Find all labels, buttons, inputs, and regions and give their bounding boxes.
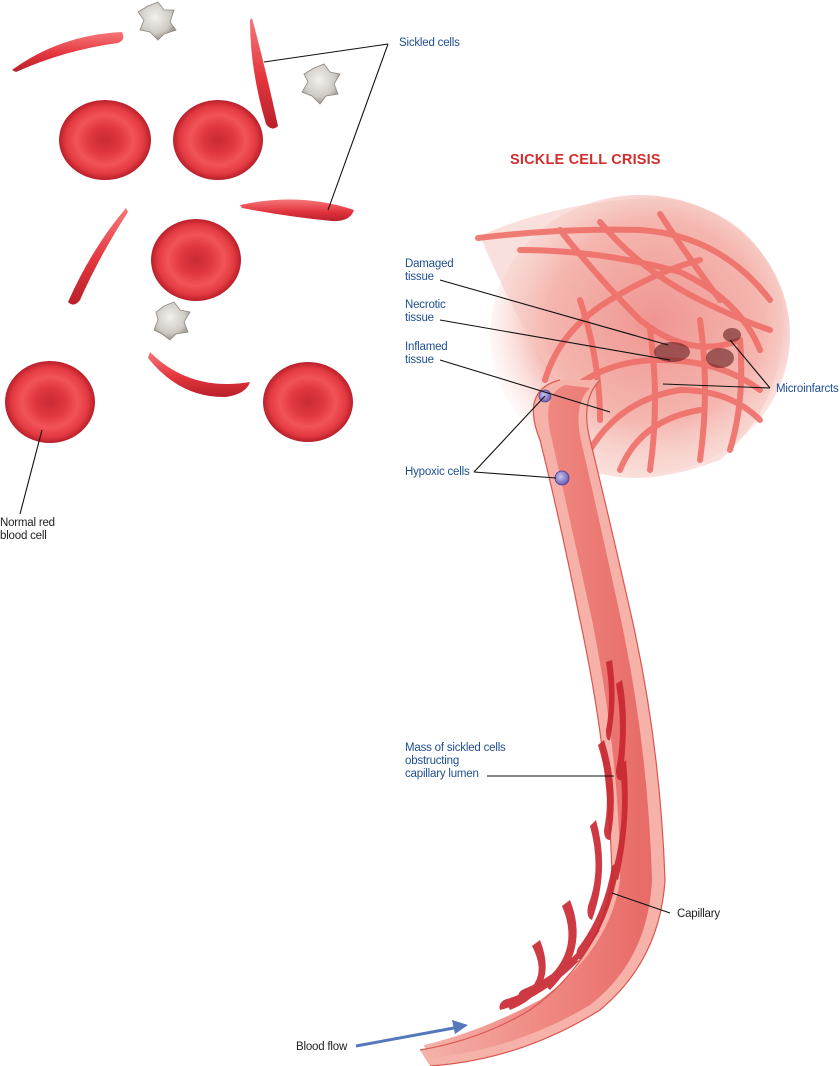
- normal-red-blood-cell: [5, 361, 95, 443]
- label-normal-red-blood-cell: Normal red blood cell: [0, 517, 55, 542]
- leader-lines: [19, 43, 771, 914]
- capillary-vessel: [419, 379, 666, 1066]
- label-microinfarcts: Microinfarcts: [776, 383, 839, 395]
- blood-flow-arrow: [355, 1020, 468, 1048]
- label-inflamed-tissue: Inflamed tissue: [405, 341, 448, 366]
- normal-red-blood-cell: [173, 100, 263, 180]
- tissue-capillary-bed: [475, 195, 790, 478]
- capillary-branches: [475, 211, 773, 473]
- sickled-cells-group: [12, 18, 354, 398]
- normal-red-blood-cell: [59, 100, 151, 180]
- sickled-cell: [240, 199, 354, 222]
- normal-red-blood-cell: [151, 219, 241, 301]
- sickled-cell: [148, 352, 250, 398]
- platelets-group: [137, 1, 341, 341]
- hypoxic-cell: [554, 470, 570, 486]
- sickled-cell: [250, 18, 278, 129]
- label-necrotic-tissue: Necrotic tissue: [405, 299, 446, 324]
- sickled-cell: [68, 208, 128, 305]
- platelet: [301, 63, 341, 105]
- sickled-cell: [12, 32, 124, 72]
- platelet: [153, 301, 191, 341]
- damaged-areas: [654, 328, 741, 368]
- label-blood-flow: Blood flow: [296, 1041, 348, 1053]
- diagram-title: SICKLE CELL CRISIS: [510, 152, 661, 168]
- platelet: [137, 1, 177, 41]
- label-damaged-tissue: Damaged tissue: [405, 258, 454, 283]
- label-sickled-cells: Sickled cells: [399, 37, 460, 49]
- label-mass-of-sickled-cells: Mass of sickled cells obstructing capill…: [405, 742, 506, 780]
- label-hypoxic-cells: Hypoxic cells: [405, 466, 470, 478]
- normal-rbc-group: [5, 100, 353, 443]
- vessel-lumen: [424, 385, 652, 1058]
- sickled-cell-mass: [499, 660, 628, 1010]
- label-capillary: Capillary: [677, 908, 720, 920]
- normal-red-blood-cell: [263, 362, 353, 442]
